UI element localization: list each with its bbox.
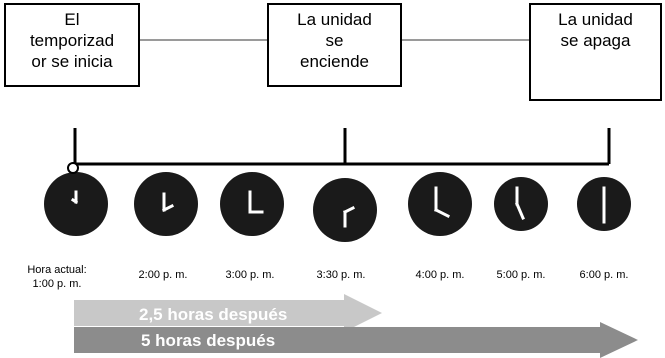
clock-icon	[44, 172, 108, 236]
step-box-label: La unidad se enciende	[297, 10, 372, 71]
timeline-bracket	[73, 128, 611, 166]
arrow-5-hours	[74, 322, 638, 358]
clock-icon	[577, 177, 631, 231]
step-box-label: La unidad se apaga	[558, 10, 633, 50]
clock-face	[577, 177, 631, 231]
clock-face	[313, 178, 377, 242]
step-box-unit-on: La unidad se enciende	[267, 3, 402, 87]
clock-label-6: 5:00 p. m.	[496, 269, 546, 281]
clock-hand	[70, 197, 79, 205]
step-box-label: El temporizad or se inicia	[29, 10, 115, 71]
clock-face	[134, 172, 198, 236]
clock-label-2: 2:00 p. m.	[138, 269, 188, 281]
clock-face	[494, 177, 548, 231]
clock-label-4: 3:30 p. m.	[316, 269, 366, 281]
clock-label-3: 3:00 p. m.	[225, 269, 275, 281]
clock-label-7: 6:00 p. m.	[579, 269, 629, 281]
step-box-timer-start: El temporizad or se inicia	[4, 3, 140, 87]
arrow-label-2-5-hours: 2,5 horas después	[139, 305, 288, 324]
clock-label-1: Hora actual: 1:00 p. m.	[27, 264, 87, 290]
clock-icon	[408, 172, 472, 236]
clock-icon	[134, 172, 198, 236]
clock-face	[220, 172, 284, 236]
clock-icon	[313, 178, 377, 242]
clock-hand	[161, 203, 175, 213]
clock-face	[44, 172, 108, 236]
clock-icon	[494, 177, 548, 231]
arrow-label-5-hours: 5 horas después	[141, 331, 276, 350]
connector-line	[140, 39, 267, 41]
step-box-unit-off: La unidad se apaga	[529, 3, 662, 101]
arrow-2-5-hours	[74, 294, 382, 332]
timeline-start-marker	[67, 162, 79, 174]
clock-face	[408, 172, 472, 236]
clock-hand	[515, 202, 525, 220]
clock-hand	[433, 207, 451, 219]
clock-icon	[220, 172, 284, 236]
connector-line	[402, 39, 529, 41]
clock-hand	[342, 205, 356, 215]
clock-label-5: 4:00 p. m.	[415, 269, 465, 281]
